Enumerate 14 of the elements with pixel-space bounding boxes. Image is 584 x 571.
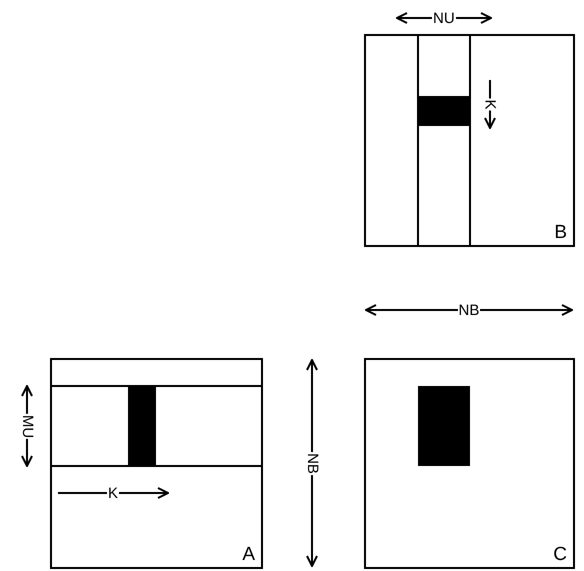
dimension-label: MU (20, 413, 35, 439)
dimension-label: K (482, 98, 498, 110)
dimension-label: NU (432, 10, 456, 26)
matrix-label: B (554, 223, 567, 243)
dimension-label: NB (458, 302, 480, 318)
block (418, 96, 470, 126)
matrix-label: A (242, 545, 255, 565)
block (128, 386, 156, 466)
matrix-box (364, 34, 575, 247)
dimension-label: K (107, 486, 120, 500)
matrix-label: C (553, 545, 567, 565)
matrix-box (50, 358, 263, 569)
block (418, 386, 470, 466)
matrix-box (364, 358, 575, 569)
